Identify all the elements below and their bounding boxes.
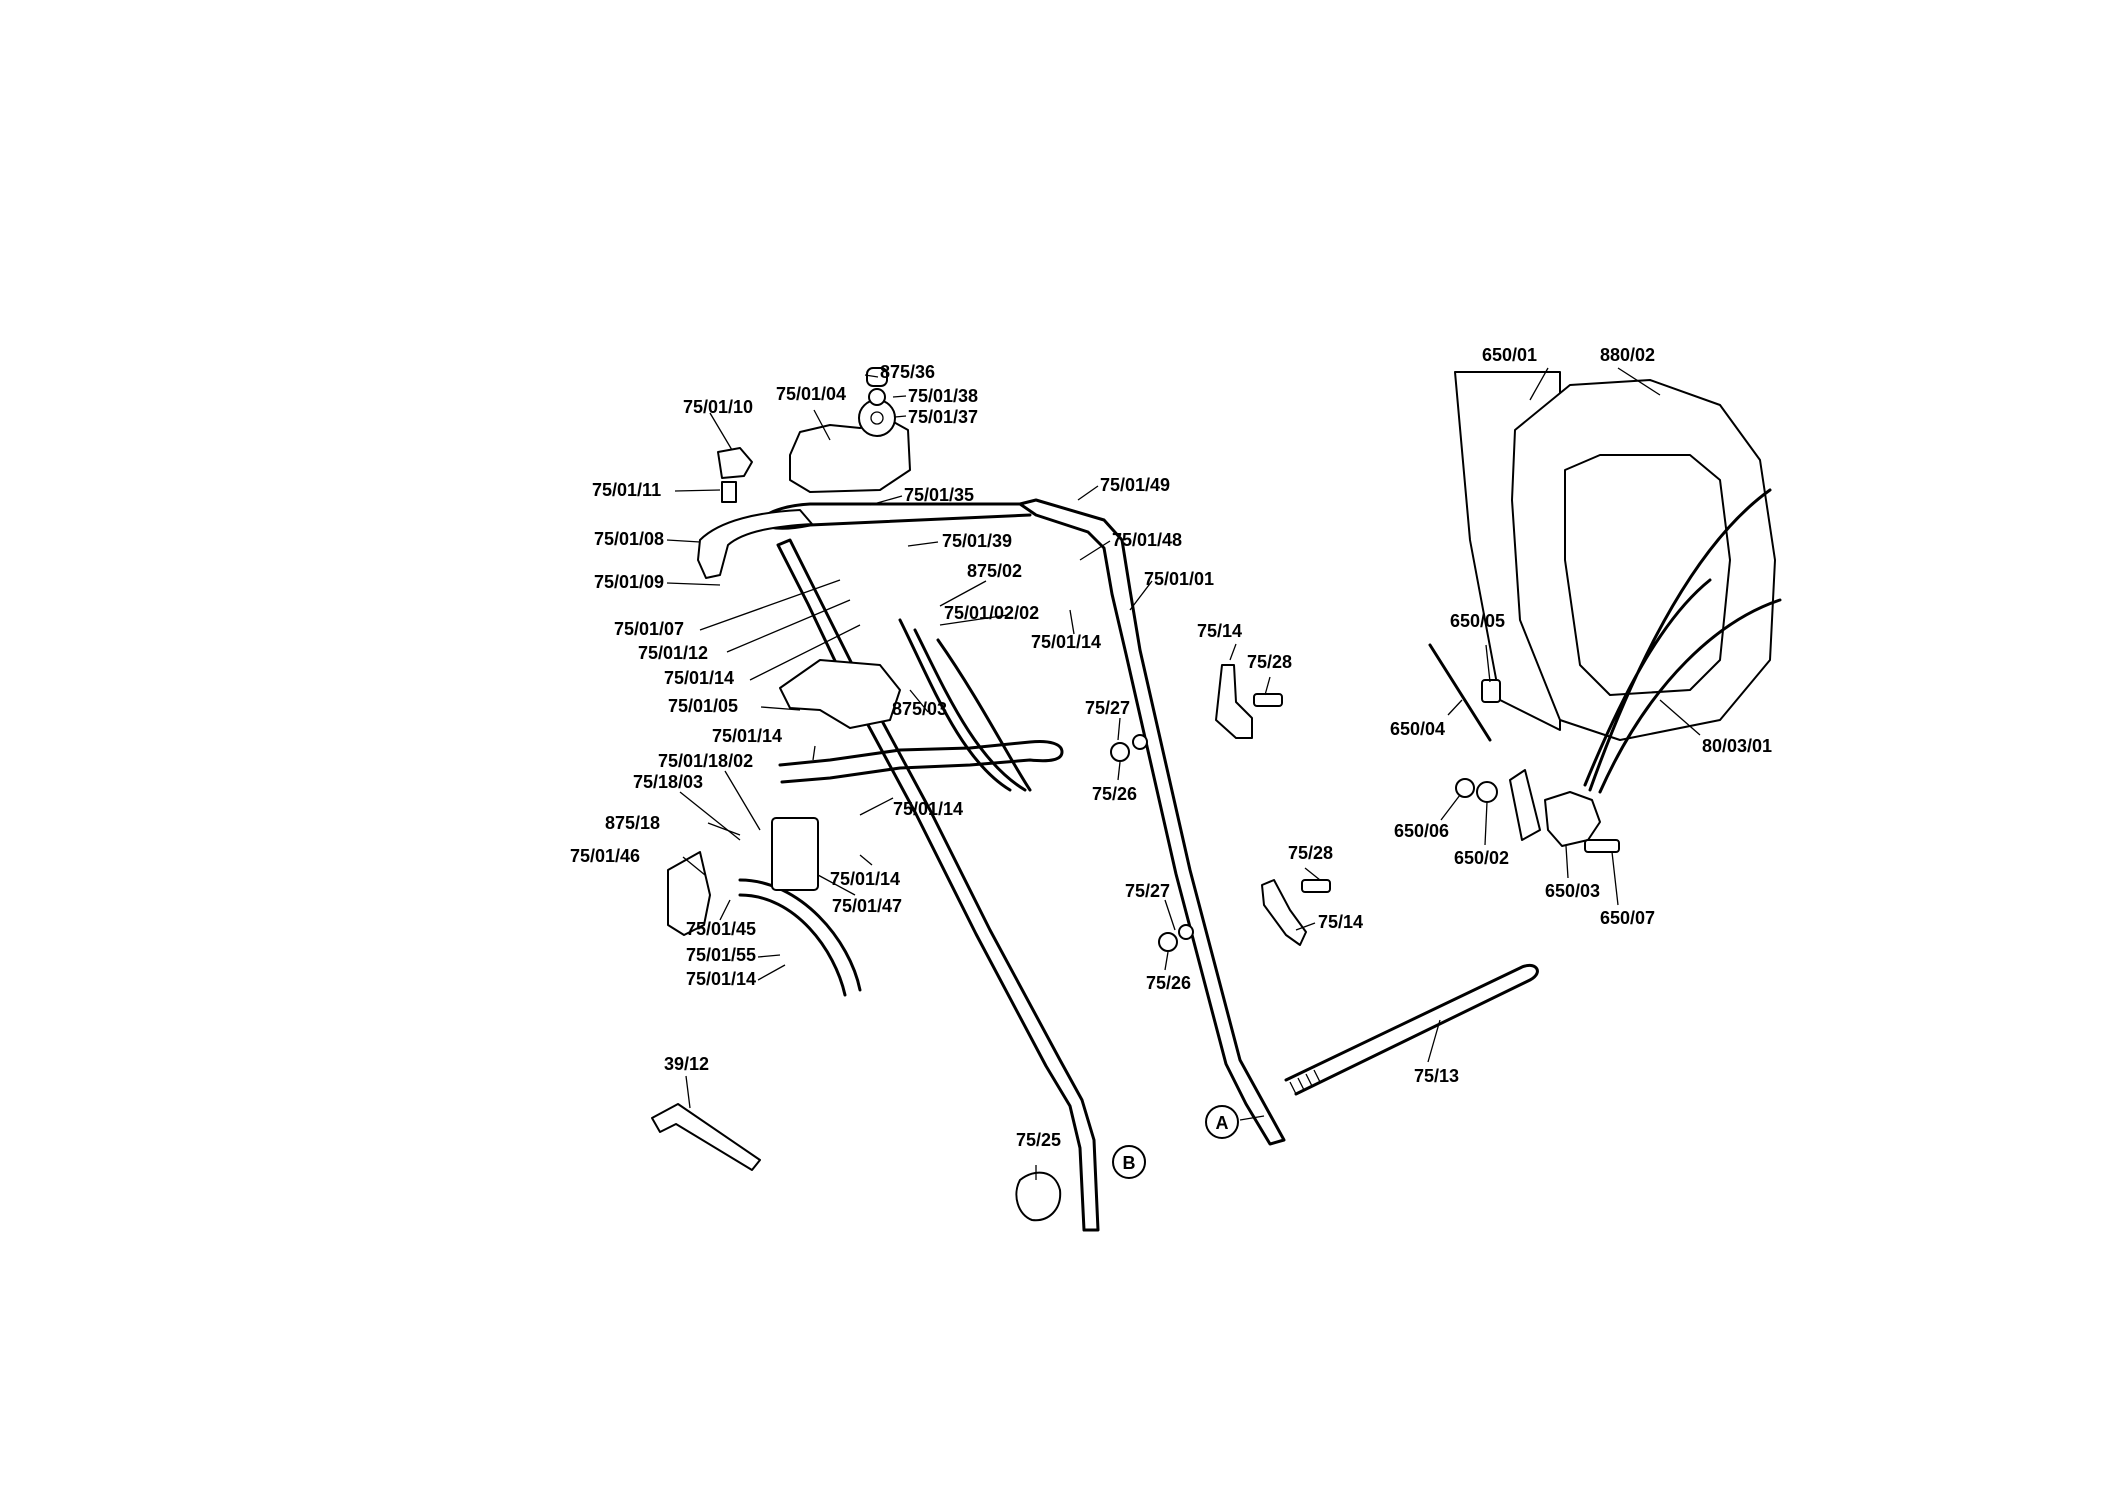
- label-650-03: 650/03: [1545, 881, 1600, 901]
- label-650-06: 650/06: [1394, 821, 1449, 841]
- ref-label-b: B: [1123, 1153, 1136, 1173]
- console-bottom-plate: [779, 659, 901, 729]
- label-75-01-14-a: 75/01/14: [1031, 632, 1101, 652]
- label-75-28-lower: 75/28: [1288, 843, 1333, 863]
- washer-75-01-37-hole: [870, 411, 884, 425]
- label-75-25: 75/25: [1016, 1130, 1061, 1150]
- catcher-window: [1564, 454, 1731, 696]
- washer-75-27-upper: [1132, 734, 1148, 750]
- spring-75-01-11: [721, 481, 737, 503]
- label-75-01-14-c: 75/01/14: [712, 726, 782, 746]
- label-75-01-12: 75/01/12: [638, 643, 708, 663]
- lever-75-01-08: [697, 509, 813, 579]
- nut-650-06: [1455, 778, 1475, 798]
- label-75-01-05: 75/01/05: [668, 696, 738, 716]
- label-75-01-55: 75/01/55: [686, 945, 756, 965]
- label-75-01-01: 75/01/01: [1144, 569, 1214, 589]
- label-875-18: 875/18: [605, 813, 660, 833]
- label-875-02: 875/02: [967, 561, 1022, 581]
- catcher-straps-80-03-01: [1583, 488, 1782, 794]
- bracket-75-14-lower: [1261, 879, 1307, 946]
- label-75-13: 75/13: [1414, 1066, 1459, 1086]
- reference-markers: A B: [1112, 1105, 1239, 1179]
- handle-tube-upper: [1018, 498, 1286, 1146]
- label-75-01-10: 75/01/10: [683, 397, 753, 417]
- bolt-75-28-upper: [1253, 693, 1283, 707]
- label-75-01-39: 75/01/39: [942, 531, 1012, 551]
- label-75-01-14-d: 75/01/14: [893, 799, 963, 819]
- spring-650-04: [1428, 643, 1492, 742]
- clip-75-01-10: [717, 447, 753, 479]
- label-75-01-04: 75/01/04: [776, 384, 846, 404]
- label-75-27-lower: 75/27: [1125, 881, 1170, 901]
- label-75-27-upper: 75/27: [1085, 698, 1130, 718]
- cable-875-18: [738, 878, 862, 997]
- label-650-05: 650/05: [1450, 611, 1505, 631]
- label-880-02: 880/02: [1600, 345, 1655, 365]
- hinge-plate-650-03: [1544, 791, 1601, 847]
- label-75-01-38: 75/01/38: [908, 386, 978, 406]
- console-top-cover: [789, 419, 911, 493]
- label-80-03-01: 80/03/01: [1702, 736, 1772, 756]
- label-875-36: 875/36: [880, 362, 935, 382]
- knob-75-25: [1015, 1171, 1062, 1222]
- leader-lines: [666, 367, 1701, 1180]
- cable-875-03: [898, 618, 1032, 792]
- label-75-01-11: 75/01/11: [592, 480, 661, 500]
- label-650-07: 650/07: [1600, 908, 1655, 928]
- ref-label-a: A: [1216, 1113, 1229, 1133]
- bolt-650-07: [1584, 839, 1620, 853]
- rod-75-13: [1284, 963, 1539, 1096]
- label-75-28-upper: 75/28: [1247, 652, 1292, 672]
- label-75-01-49: 75/01/49: [1100, 475, 1170, 495]
- label-75-18-03: 75/18/03: [633, 772, 703, 792]
- label-75-26-upper: 75/26: [1092, 784, 1137, 804]
- label-650-01: 650/01: [1482, 345, 1537, 365]
- label-75-01-48: 75/01/48: [1112, 530, 1182, 550]
- label-650-04: 650/04: [1390, 719, 1445, 739]
- label-75-01-46: 75/01/46: [570, 846, 640, 866]
- label-650-02: 650/02: [1454, 848, 1509, 868]
- nut-75-26-lower: [1158, 932, 1178, 952]
- label-75-14-upper: 75/14: [1197, 621, 1242, 641]
- hex-key-39-12: [651, 1103, 761, 1171]
- label-75-01-09: 75/01/09: [594, 572, 664, 592]
- label-75-01-02-02: 75/01/02/02: [944, 603, 1039, 623]
- label-39-12: 39/12: [664, 1054, 709, 1074]
- label-75-01-14-b: 75/01/14: [664, 668, 734, 688]
- ref-circle-b: [1112, 1145, 1146, 1179]
- bracket-650-side: [1509, 769, 1541, 841]
- parts-drawing: [651, 367, 1782, 1232]
- ref-circle-a: [1205, 1105, 1239, 1139]
- label-75-01-45: 75/01/45: [686, 919, 756, 939]
- label-75-01-07: 75/01/07: [614, 619, 684, 639]
- pad-650-05: [1481, 679, 1501, 703]
- crossbar: [778, 740, 1064, 784]
- cover-75-01-46: [667, 851, 711, 936]
- label-75-26-lower: 75/26: [1146, 973, 1191, 993]
- bushing-650-02: [1476, 781, 1498, 803]
- label-75-01-37: 75/01/37: [908, 407, 978, 427]
- washer-75-27-lower: [1178, 924, 1194, 940]
- bracket-75-14-upper: [1215, 664, 1253, 739]
- rod-thread: [1289, 1069, 1321, 1095]
- part-labels: 875/36 75/01/38 75/01/37 75/01/04 75/01/…: [570, 345, 1772, 1150]
- label-75-01-14-e: 75/01/14: [830, 869, 900, 889]
- label-75-01-14-f: 75/01/14: [686, 969, 756, 989]
- label-75-01-18-02: 75/01/18/02: [658, 751, 753, 771]
- label-75-01-35: 75/01/35: [904, 485, 974, 505]
- bolt-75-28-lower: [1301, 879, 1331, 893]
- ring-75-01-38: [868, 388, 886, 406]
- label-75-01-47: 75/01/47: [832, 896, 902, 916]
- label-75-01-08: 75/01/08: [594, 529, 664, 549]
- label-75-14-lower: 75/14: [1318, 912, 1363, 932]
- nut-75-26-upper: [1110, 742, 1130, 762]
- hinge-block-75-01-47: [771, 817, 819, 891]
- label-875-03: 875/03: [892, 699, 947, 719]
